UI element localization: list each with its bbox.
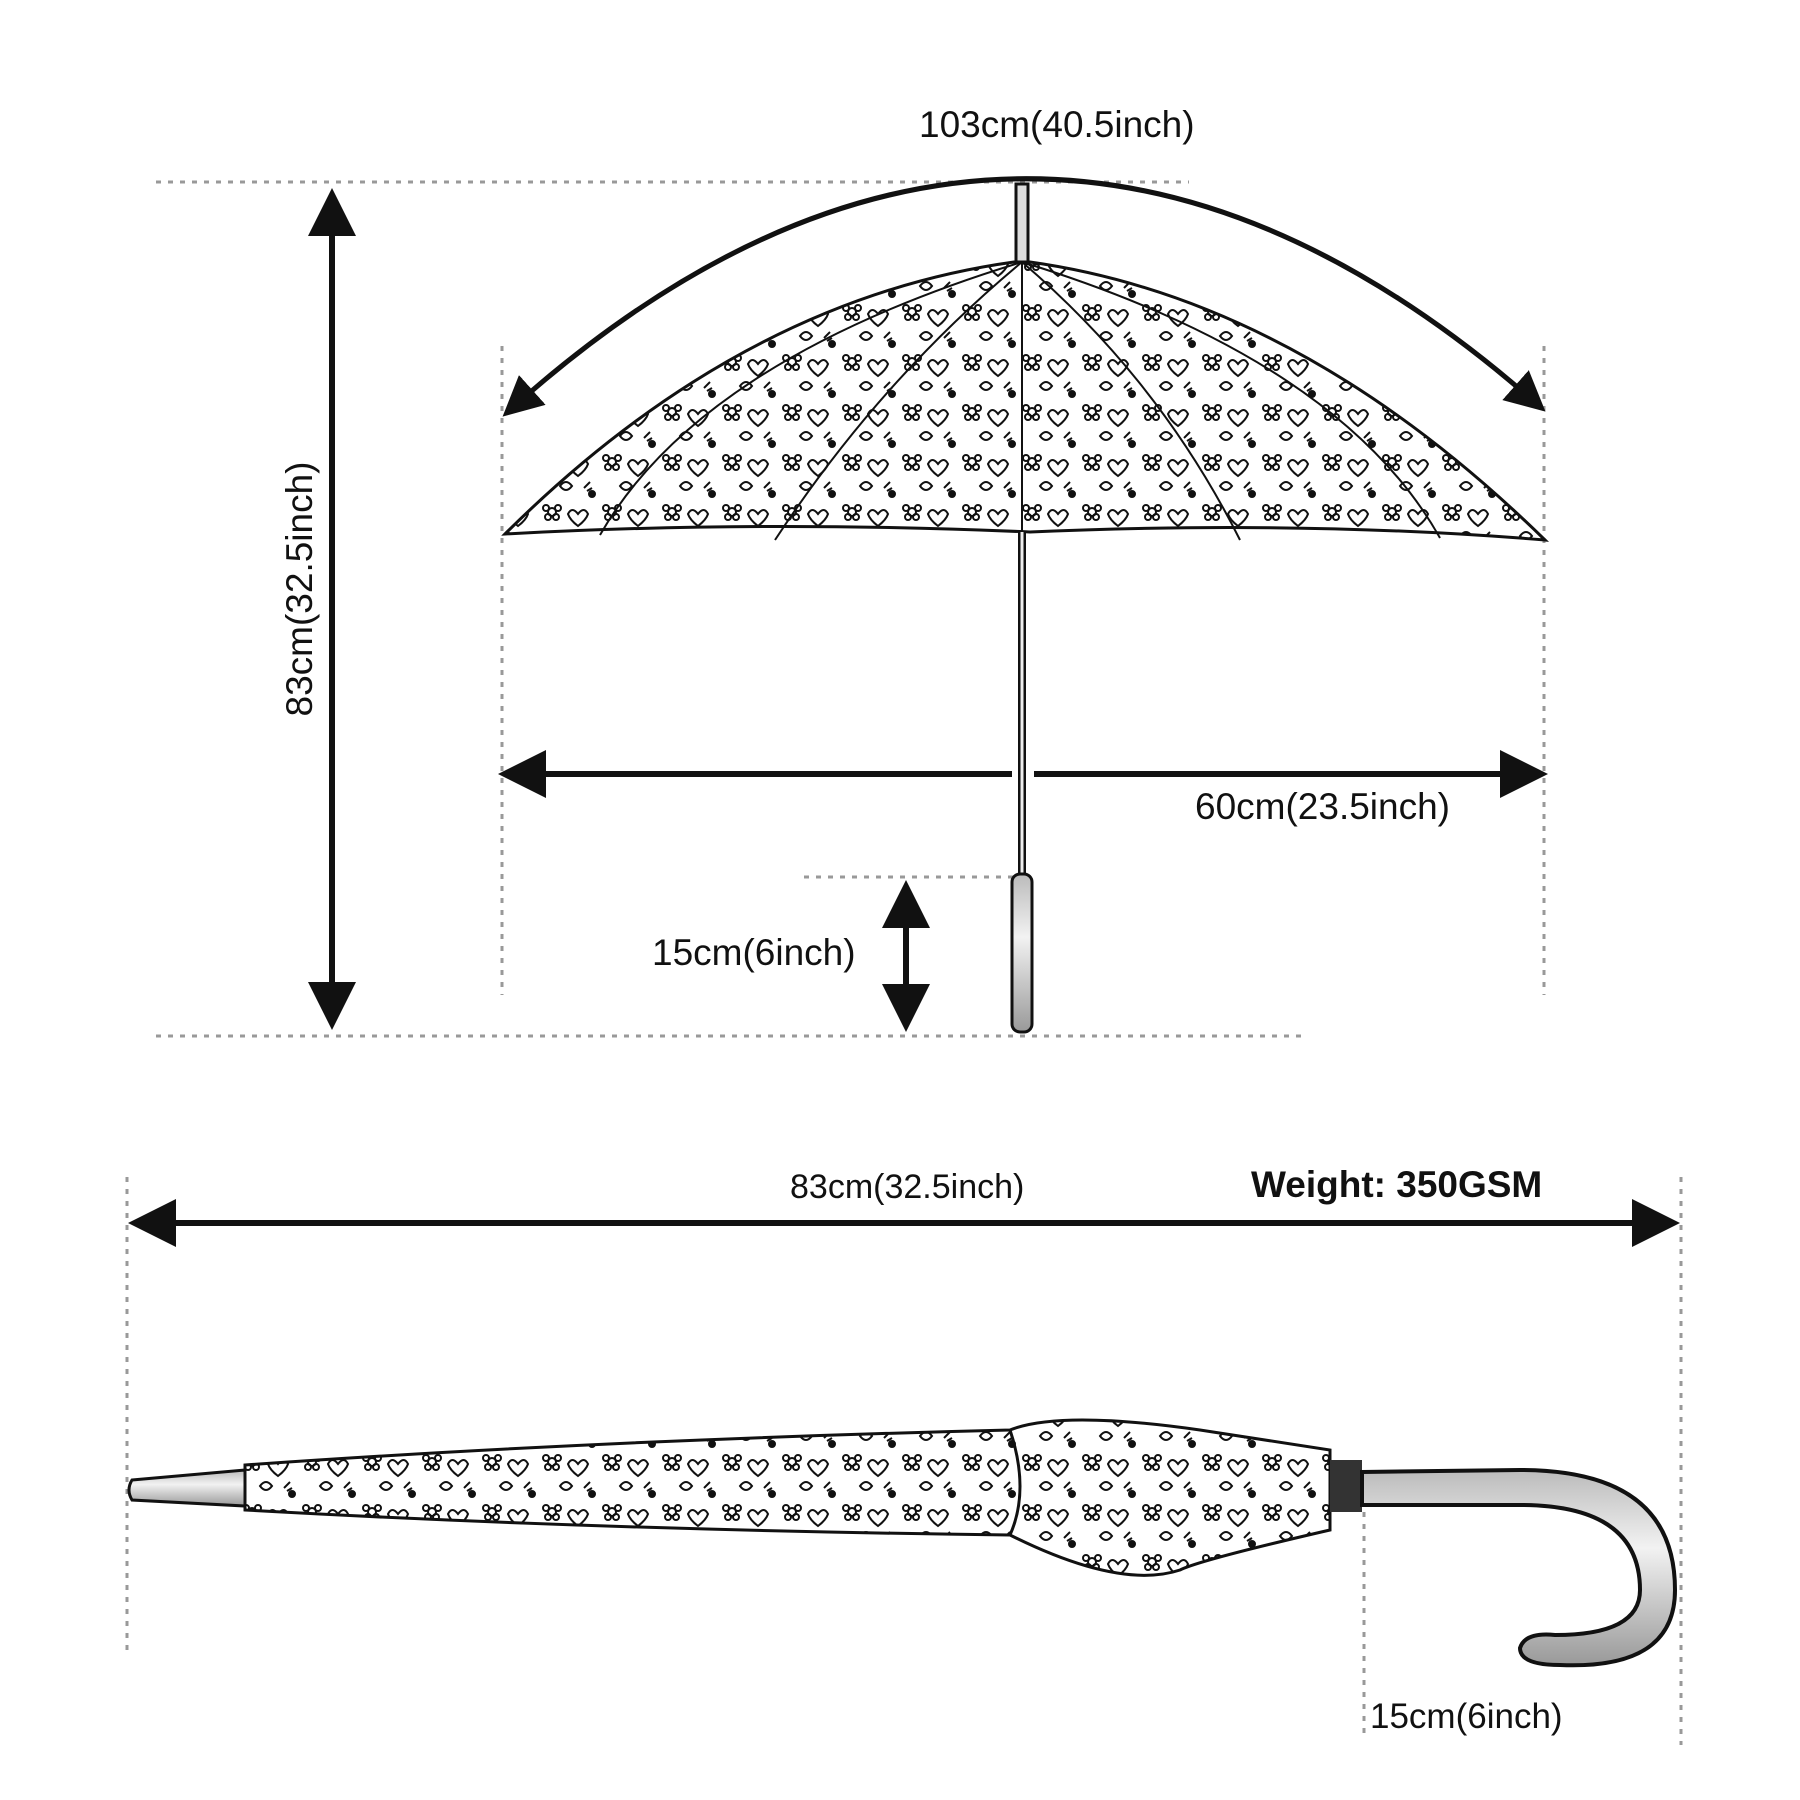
- arc-length-arrow: [502, 176, 1546, 417]
- arc-length-label: 103cm(40.5inch): [919, 104, 1195, 145]
- height-label: 83cm(32.5inch): [279, 461, 320, 717]
- weight-label: Weight: 350GSM: [1251, 1164, 1543, 1205]
- dashed-guides: [125, 180, 1683, 1745]
- radius-label: 60cm(23.5inch): [1195, 786, 1451, 827]
- closed-umbrella: [127, 1418, 1678, 1668]
- closed-length-label: 83cm(32.5inch): [790, 1168, 1025, 1206]
- closed-handle-label: 15cm(6inch): [1370, 1697, 1563, 1736]
- open-umbrella: [501, 182, 1550, 1034]
- handle-height-label: 15cm(6inch): [652, 932, 856, 973]
